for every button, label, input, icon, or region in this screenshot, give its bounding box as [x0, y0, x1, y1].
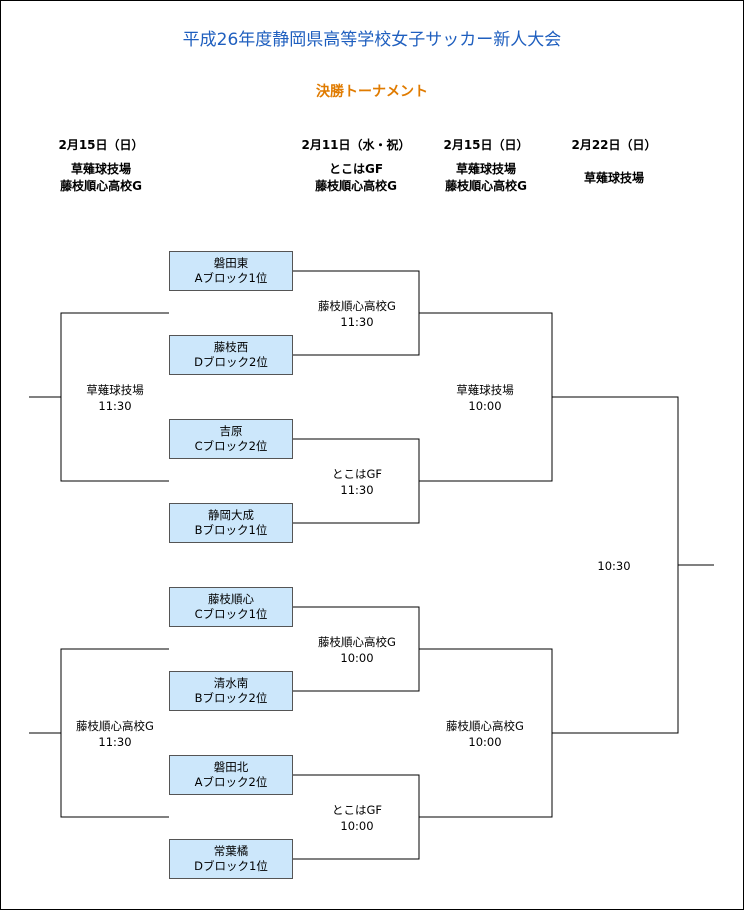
match-time: 11:30	[98, 735, 132, 749]
match-venue: 草薙球技場	[86, 383, 144, 397]
team-block: Bブロック1位	[194, 523, 268, 537]
header-col3-venue1: 草薙球技場	[455, 162, 516, 176]
header-col1-venue2: 藤枝順心高校G	[60, 179, 142, 193]
match-r1-1: 藤枝順心高校G 11:30	[297, 298, 417, 330]
team-name: 磐田北	[213, 760, 249, 774]
match-time: 11:30	[340, 483, 374, 497]
team-box-4[interactable]: 静岡大成 Bブロック1位	[169, 503, 293, 543]
page-title: 平成26年度静岡県高等学校女子サッカー新人大会	[182, 30, 562, 50]
match-left-1: 草薙球技場 11:30	[57, 382, 173, 414]
header-col2-venue2: 藤枝順心高校G	[315, 179, 397, 193]
match-r1-4: とこはGF 10:00	[297, 802, 417, 834]
match-venue: 藤枝順心高校G	[318, 635, 396, 649]
team-box-8[interactable]: 常葉橘 Dブロック1位	[169, 839, 293, 879]
header-col2-date: 2月11日（水・祝）	[301, 138, 411, 152]
team-block: Aブロック1位	[194, 271, 268, 285]
match-venue: とこはGF	[331, 467, 383, 481]
team-name: 藤枝順心	[208, 592, 254, 606]
match-r1-3: 藤枝順心高校G 10:00	[297, 634, 417, 666]
team-name: 静岡大成	[208, 508, 254, 522]
match-venue: 草薙球技場	[456, 383, 514, 397]
header-col4-date: 2月22日（日）	[571, 138, 657, 152]
team-block: Cブロック2位	[194, 439, 268, 453]
header-col3-venue2: 藤枝順心高校G	[445, 179, 527, 193]
match-r1-2: とこはGF 11:30	[297, 466, 417, 498]
team-name: 常葉橘	[213, 844, 249, 858]
team-box-2[interactable]: 藤枝西 Dブロック2位	[169, 335, 293, 375]
team-box-1[interactable]: 磐田東 Aブロック1位	[169, 251, 293, 291]
header-col1-venue1: 草薙球技場	[70, 162, 131, 176]
match-venue: 藤枝順心高校G	[318, 299, 396, 313]
team-name: 吉原	[219, 424, 243, 438]
match-time: 10:00	[468, 399, 502, 413]
match-final: 10:30	[574, 558, 654, 574]
team-box-5[interactable]: 藤枝順心 Cブロック1位	[169, 587, 293, 627]
team-block: Bブロック2位	[194, 691, 268, 705]
team-block: Cブロック1位	[194, 607, 268, 621]
header-col2-venue1: とこはGF	[328, 162, 384, 176]
match-venue: 藤枝順心高校G	[76, 719, 154, 733]
match-semi-1: 草薙球技場 10:00	[425, 382, 545, 414]
match-time: 11:30	[98, 399, 132, 413]
team-block: Aブロック2位	[194, 775, 268, 789]
match-semi-2: 藤枝順心高校G 10:00	[425, 718, 545, 750]
team-box-7[interactable]: 磐田北 Aブロック2位	[169, 755, 293, 795]
team-block: Dブロック1位	[194, 859, 268, 873]
header-col2: 2月11日（水・祝） とこはGF 藤枝順心高校G	[276, 137, 436, 195]
match-time: 10:00	[340, 651, 374, 665]
match-venue: とこはGF	[331, 803, 383, 817]
match-venue: 藤枝順心高校G	[446, 719, 524, 733]
match-time: 10:00	[468, 735, 502, 749]
team-name: 磐田東	[213, 256, 249, 270]
team-box-6[interactable]: 清水南 Bブロック2位	[169, 671, 293, 711]
match-time: 10:30	[597, 559, 631, 573]
team-name: 藤枝西	[213, 340, 249, 354]
header-col4: 2月22日（日） 草薙球技場	[534, 137, 694, 187]
header-col3: 2月15日（日） 草薙球技場 藤枝順心高校G	[406, 137, 566, 195]
match-time: 11:30	[340, 315, 374, 329]
page-subtitle: 決勝トーナメント	[316, 84, 428, 100]
header-col1: 2月15日（日） 草薙球技場 藤枝順心高校G	[21, 137, 181, 195]
header-col1-date: 2月15日（日）	[58, 138, 144, 152]
header-col3-date: 2月15日（日）	[443, 138, 529, 152]
header-col4-venue1: 草薙球技場	[583, 171, 644, 185]
team-name: 清水南	[213, 676, 249, 690]
match-time: 10:00	[340, 819, 374, 833]
team-box-3[interactable]: 吉原 Cブロック2位	[169, 419, 293, 459]
match-left-2: 藤枝順心高校G 11:30	[57, 718, 173, 750]
team-block: Dブロック2位	[194, 355, 268, 369]
